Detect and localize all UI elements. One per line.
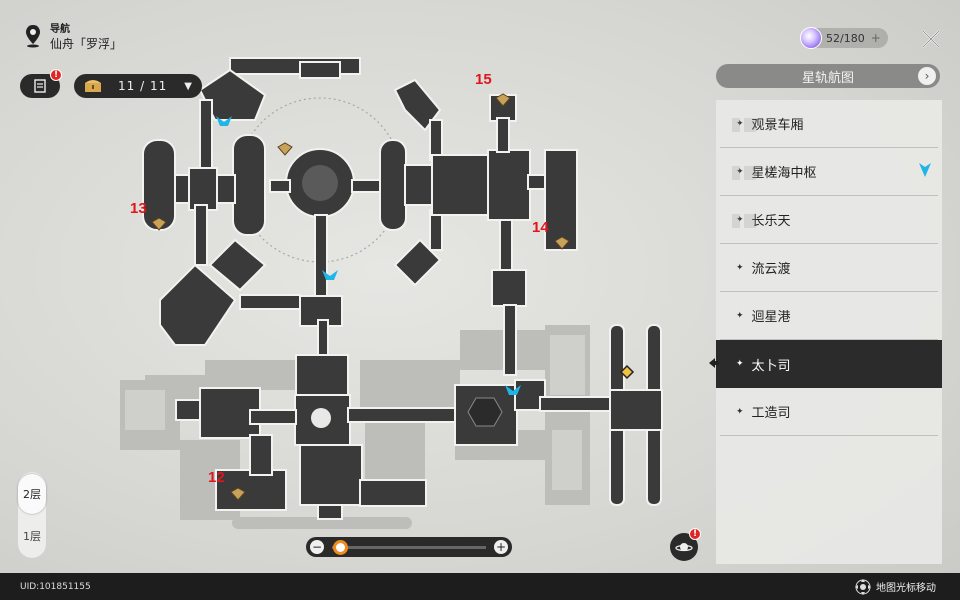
planet-icon <box>675 543 693 552</box>
close-icon[interactable] <box>920 28 942 50</box>
joystick-icon <box>855 578 871 595</box>
uid-text: UID:101851155 <box>20 581 91 592</box>
bottom-status-bar: UID:101851155 地图光标移动 <box>0 573 960 600</box>
panel-header-title: 星轨航图 <box>801 70 854 86</box>
area-label: 长乐天 <box>751 214 791 229</box>
area-item[interactable]: ✦ 观景车厢 <box>720 100 938 148</box>
area-label: 工造司 <box>751 406 791 421</box>
chest-icon[interactable] <box>553 233 571 251</box>
area-thumbnail <box>732 214 772 228</box>
area-list: ✦ 观景车厢 ✦ 星槎海中枢 ✦ 长乐天 ✦ 流云渡 ✦ 迴星港 ✦ 太卜司 ✦… <box>716 100 942 564</box>
area-item[interactable]: ✦ 工造司 <box>720 388 938 436</box>
chest-icon[interactable] <box>229 484 247 502</box>
area-thumbnail <box>732 118 772 132</box>
floor-1-button[interactable]: 1层 <box>23 530 41 543</box>
trailblaze-power[interactable]: 52/180 + <box>800 27 888 49</box>
bullet-icon: ✦ <box>736 406 744 417</box>
map-canvas[interactable] <box>110 55 710 530</box>
zoom-out-button[interactable]: − <box>310 540 324 554</box>
chest-icon[interactable] <box>150 214 168 232</box>
area-label: 流云渡 <box>751 262 791 277</box>
bullet-icon: ✦ <box>736 310 744 321</box>
chest-icon[interactable] <box>494 90 512 108</box>
quest-log-button[interactable]: ! <box>20 69 62 98</box>
area-label: 太卜司 <box>751 358 791 374</box>
map-label-12: 12 <box>208 469 225 486</box>
area-label: 迴星港 <box>751 310 791 325</box>
zoom-in-button[interactable]: + <box>494 540 508 554</box>
floor-2-button[interactable]: 2层 <box>18 474 46 514</box>
navigation-header: 导航 仙舟「罗浮」 <box>24 24 122 52</box>
bullet-icon: ✦ <box>736 262 744 273</box>
map-marker-button[interactable]: ! <box>670 528 701 561</box>
lower-floor-inner <box>125 335 585 490</box>
dropdown-arrow-icon: ▼ <box>184 80 192 92</box>
gate-icon[interactable] <box>618 363 636 381</box>
zoom-knob[interactable] <box>332 539 348 555</box>
cursor-move-hint: 地图光标移动 <box>854 578 936 596</box>
area-label: 观景车厢 <box>751 118 804 133</box>
bullet-icon: ✦ <box>736 118 744 129</box>
area-label: 星槎海中枢 <box>751 166 817 181</box>
map-label-13: 13 <box>130 200 147 217</box>
area-item[interactable]: ✦ 长乐天 <box>720 196 938 244</box>
power-value: 52/180 <box>826 31 865 45</box>
map-label-15: 15 <box>475 71 492 88</box>
current-location-icon <box>919 163 931 177</box>
area-item[interactable]: ✦ 星槎海中枢 <box>720 148 938 196</box>
hub-rings <box>302 165 503 428</box>
teleport-markers <box>216 116 521 395</box>
star-rail-map-button[interactable]: 星轨航图 › <box>716 64 940 88</box>
location-pin-icon <box>26 25 40 48</box>
treasure-chest-icon <box>85 80 101 92</box>
quest-badge: ! <box>50 69 62 81</box>
notebook-icon <box>34 79 46 93</box>
bullet-icon: ✦ <box>736 166 744 177</box>
floor-switcher: 2层 1层 <box>18 472 46 558</box>
selection-pointer-icon <box>709 358 719 368</box>
area-item[interactable]: ✦ 流云渡 <box>720 244 938 292</box>
area-thumbnail <box>732 166 772 180</box>
zoom-track[interactable] <box>332 539 486 555</box>
nav-label: 导航 <box>50 24 70 35</box>
chevron-right-icon: › <box>918 67 936 85</box>
area-item[interactable]: ✦ 迴星港 <box>720 292 938 340</box>
marker-badge: ! <box>689 528 701 540</box>
bullet-icon: ✦ <box>736 214 744 225</box>
cursor-move-label: 地图光标移动 <box>876 583 936 594</box>
chest-icon[interactable] <box>276 139 294 157</box>
zoom-slider: − + <box>306 537 512 557</box>
power-add-button[interactable]: + <box>870 31 881 45</box>
nav-location: 仙舟「罗浮」 <box>50 37 123 51</box>
power-orb-icon <box>800 27 822 49</box>
chest-count: 11 / 11 <box>118 79 168 93</box>
chest-counter-dropdown[interactable]: 11 / 11 ▼ <box>74 74 202 98</box>
map-label-14: 14 <box>532 219 549 236</box>
area-item-selected[interactable]: ✦ 太卜司 <box>716 340 942 388</box>
bullet-icon: ✦ <box>736 359 744 369</box>
main-structure <box>142 57 663 520</box>
